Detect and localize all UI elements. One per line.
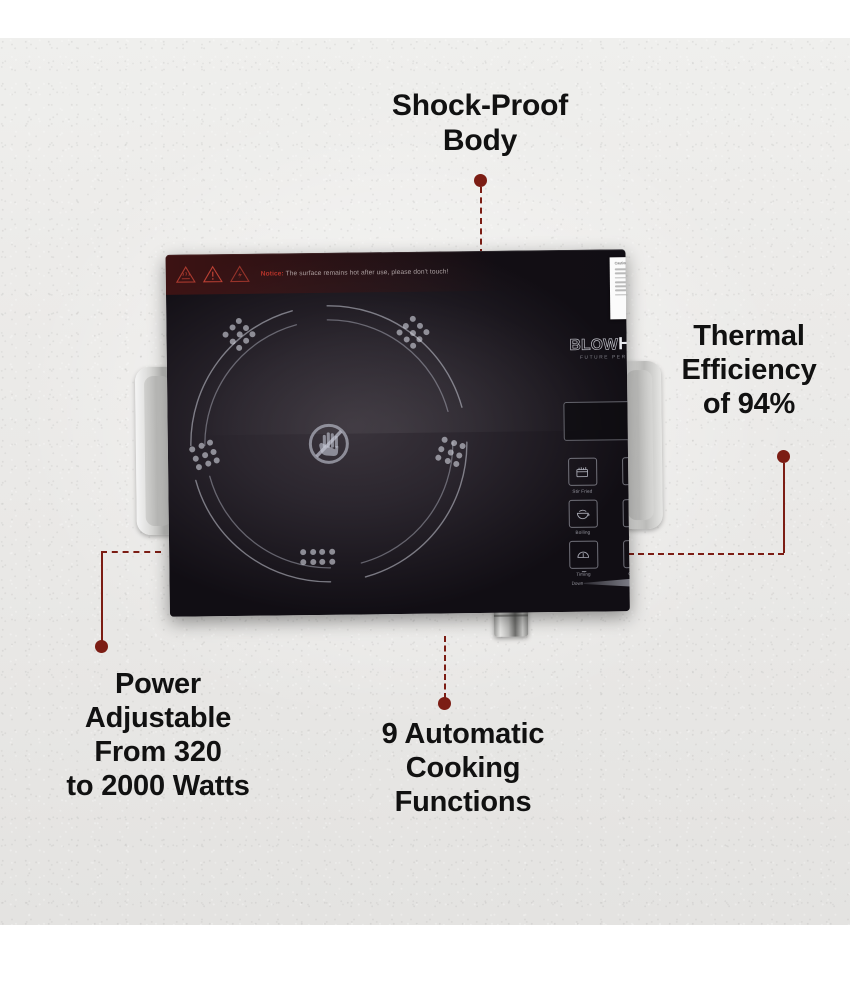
connector-line-power-horizontal [101,551,161,553]
connector-dot-shock-proof [474,174,487,187]
heating-zone [184,299,473,588]
warning-strip: Notice: The surface remains hot after us… [165,249,626,295]
button-fire[interactable]: Fire [615,498,630,534]
button-timing[interactable]: Timing [561,540,605,576]
sticker-text-line [614,267,630,270]
button-stir-fried[interactable]: Stir Fried [560,457,604,493]
button-label: Boiling [575,529,591,535]
connector-line-power-vertical [101,551,103,643]
stir-fry-icon [567,457,597,486]
button-grill[interactable]: Grill [614,456,630,493]
connector-dot-power [95,640,108,653]
boiling-pot-icon [568,499,598,528]
sticker-text-line [614,284,630,288]
warning-message: The surface remains hot after use, pleas… [283,267,449,277]
sticker-text-line [615,293,630,296]
sticker-title: Caution: [614,261,629,266]
dot-cluster-bottom [300,548,335,565]
sticker-text-line [614,280,630,283]
brand-logo: BLOW HOT FUTURE PERFECT [565,332,630,361]
slider-down-label: Down [571,580,584,586]
button-label: Stir Fried [572,488,593,494]
no-touch-hand-icon [306,421,353,468]
brand-name-primary: BLOW [569,336,619,354]
callout-thermal-efficiency: Thermal Efficiency of 94% [681,320,817,420]
warning-triangle-icon-1 [175,265,196,283]
connector-line-auto-functions [444,636,446,699]
connector-line-shock-proof [480,187,482,255]
warning-notice-word: Notice: [260,269,284,278]
led-display-window [563,400,630,441]
induction-cooktop: Notice: The surface remains hot after us… [115,243,680,670]
warning-text: Notice: The surface remains hot after us… [261,268,449,277]
power-icon [622,539,630,569]
power-level-slider[interactable]: − + Down Up [557,567,630,594]
sticker-text-line [614,272,630,275]
control-panel: Stir Fried Grill [560,456,630,577]
connector-line-thermal-vertical [783,463,785,553]
brand-name-secondary: HOT [618,332,630,354]
callout-power-adjustable: Power Adjustable From 320 to 2000 Watts [66,668,250,802]
connector-dot-auto-functions [438,697,451,710]
connector-line-thermal-horizontal [598,553,784,555]
clock-icon [568,540,598,569]
slider-minus-sign: − [581,566,587,577]
callout-shock-proof-body: Shock-Proof Body [391,89,569,158]
button-boiling[interactable]: Boiling [561,499,605,535]
sticker-text-line [614,276,630,279]
caution-sticker: Caution: [609,256,630,320]
warning-triangle-icon-3 [229,265,250,283]
callout-automatic-cooking-functions: 9 Automatic Cooking Functions [381,718,545,818]
brand-tagline: FUTURE PERFECT [579,354,630,361]
warning-triangle-icon-2 [202,265,223,283]
cooktop-glass-panel: Notice: The surface remains hot after us… [165,249,630,617]
connector-dot-thermal [777,450,790,463]
sticker-text-line [614,289,630,292]
slider-track[interactable] [584,578,630,588]
